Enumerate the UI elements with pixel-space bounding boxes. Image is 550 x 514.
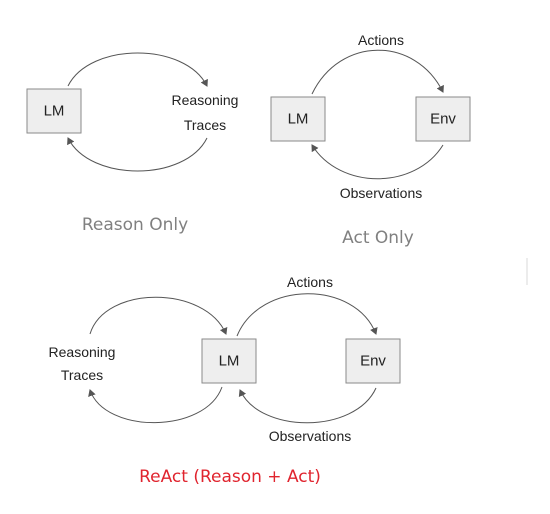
reason-only-return-arrow — [67, 137, 208, 172]
react-traces-label-line1: Reasoning — [49, 344, 116, 360]
react-observations-arrow — [238, 387, 377, 424]
act-only-actions-arrow — [311, 49, 444, 95]
reason-only-traces-label-line2: Traces — [184, 117, 226, 133]
react-env-label: Env — [360, 353, 386, 370]
act-only-env-node — [415, 96, 471, 142]
act-only-lm-node — [270, 96, 326, 142]
react-lm-node — [201, 338, 257, 384]
react-caption: ReAct (Reason + Act) — [139, 467, 321, 487]
react-env-node — [345, 338, 401, 384]
act-only-actions-label: Actions — [358, 32, 404, 48]
act-only-diagram: LM Env Actions Observations Act Only — [270, 32, 471, 248]
reason-only-caption: Reason Only — [82, 215, 188, 235]
react-actions-label: Actions — [287, 274, 333, 290]
react-lm-label: LM — [219, 353, 240, 370]
act-only-env-label: Env — [430, 111, 456, 128]
reason-only-lm-node — [26, 88, 82, 134]
react-actions-arrow — [236, 293, 378, 337]
reason-only-lm-label: LM — [44, 103, 65, 120]
act-only-observations-arrow — [311, 144, 444, 180]
act-only-caption: Act Only — [342, 228, 414, 248]
reason-only-traces-label-line1: Reasoning — [172, 92, 239, 108]
react-lm-to-traces-arrow — [88, 386, 223, 424]
reason-only-out-arrow — [67, 52, 208, 87]
act-only-observations-label: Observations — [340, 185, 422, 201]
reason-only-diagram: LM Reasoning Traces Reason Only — [26, 52, 239, 235]
react-observations-label: Observations — [269, 428, 351, 444]
react-diagram-group: LM Env Reasoning Traces Actions Observat… — [49, 274, 401, 487]
react-traces-label-line2: Traces — [61, 367, 103, 383]
react-traces-to-lm-arrow — [89, 296, 228, 335]
act-only-lm-label: LM — [288, 111, 309, 128]
